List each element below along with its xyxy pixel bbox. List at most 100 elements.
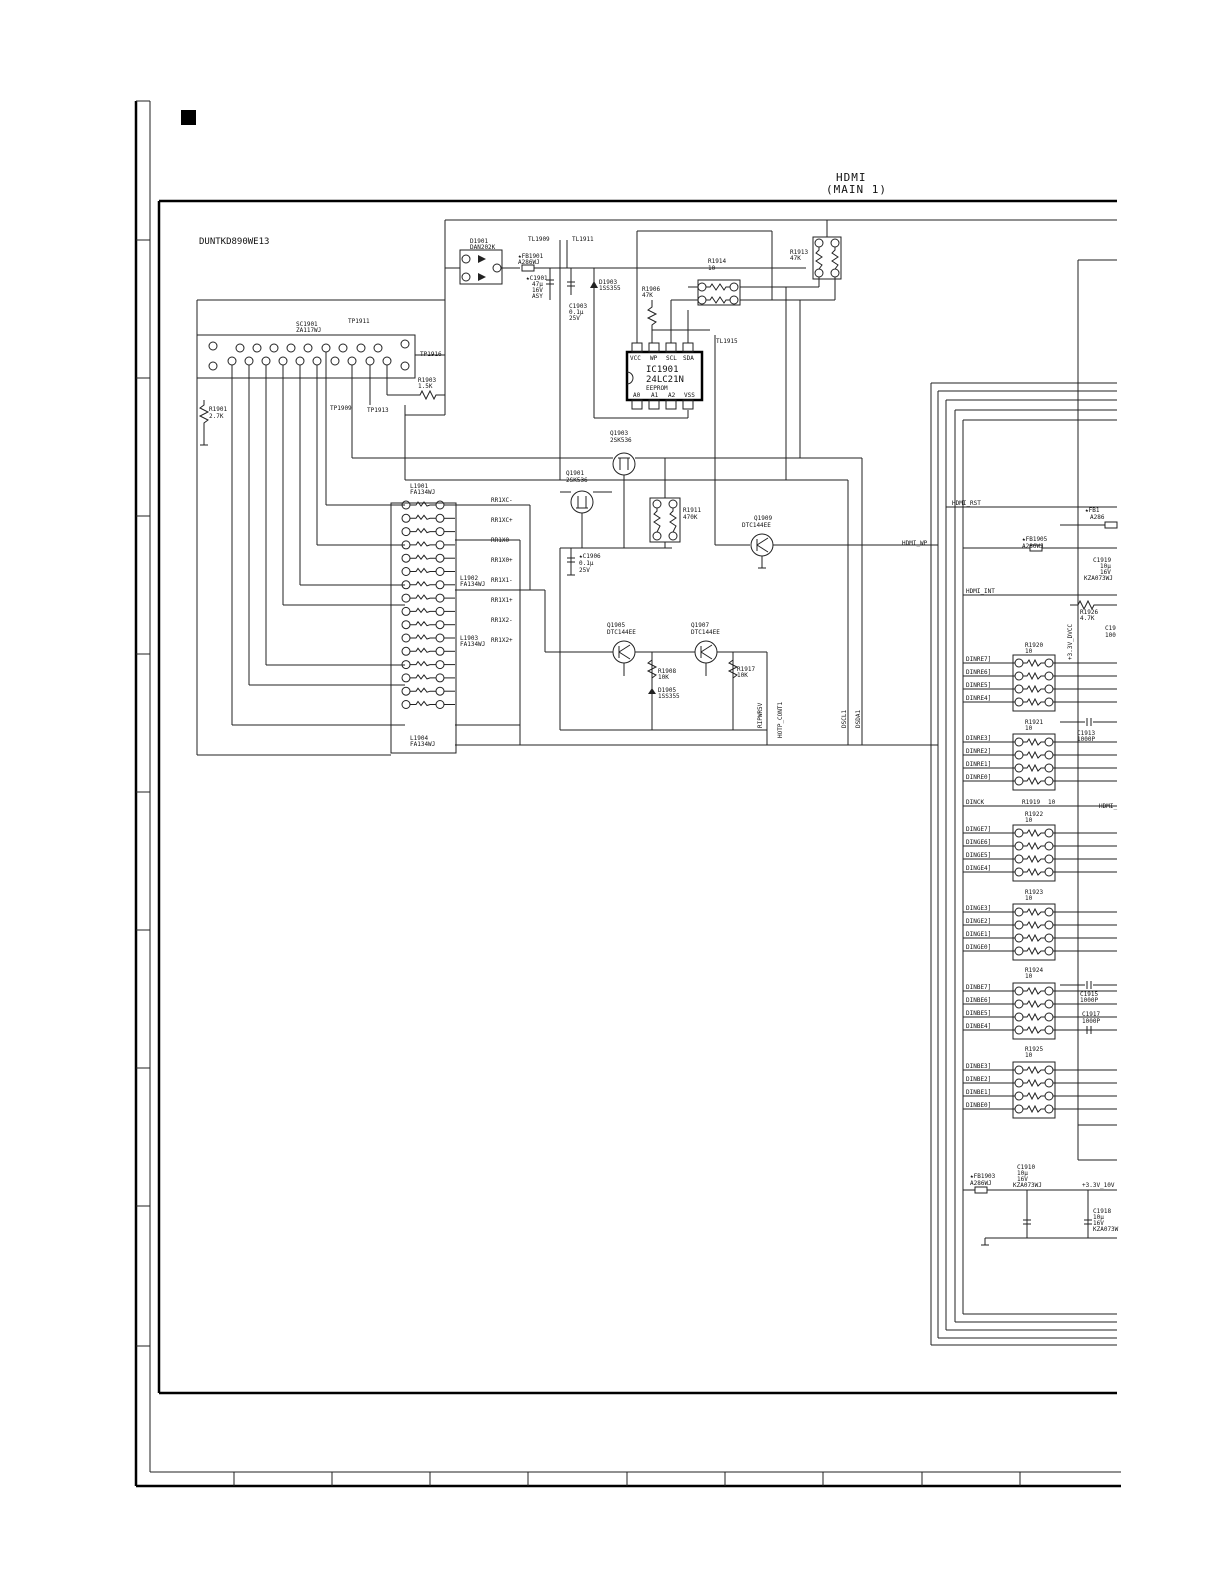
resistor-array-body: [1012, 733, 1056, 791]
filter-pin: [401, 513, 411, 523]
filter-pin: [401, 593, 411, 603]
c1918-ref: C1918: [1093, 1208, 1111, 1215]
c1919-value: 10μ: [1100, 563, 1111, 570]
r1922-value: 10: [1025, 817, 1033, 824]
connector-wires: [231, 352, 600, 726]
filter-coil: [410, 700, 436, 707]
q1901-ref: Q1901: [566, 470, 584, 477]
net-ripwr5v: RIPWR5V: [757, 702, 764, 728]
connector-pins-bottom: [227, 356, 392, 366]
r1901-ref: R1901: [209, 406, 227, 413]
array-pin: [1044, 697, 1054, 707]
filter-pin: [435, 660, 445, 670]
c1903-value: 0.1μ: [569, 309, 584, 316]
c1906-ref: ★C1906: [579, 553, 601, 560]
r1911-value: 470K: [683, 514, 698, 521]
d1903-part: 1SS355: [599, 285, 621, 292]
net-label-din: DINBE6]: [966, 997, 991, 1004]
c19xx-partial-value: 100: [1105, 632, 1116, 639]
net-label-din: DINRE0]: [966, 774, 991, 781]
net-hdmi-wp: HDMI_WP: [902, 540, 928, 547]
net-label-rrx: RR1X2-: [491, 617, 513, 624]
q1905-part: DTC144EE: [607, 629, 636, 636]
array-pin: [1044, 854, 1054, 864]
c1906-value: 0.1μ: [579, 560, 594, 567]
array-pin: [1044, 907, 1054, 917]
tp1916-label: TP1916: [420, 351, 442, 358]
array-resistor: [1023, 1025, 1045, 1035]
l1903-ref: L1903: [460, 635, 478, 642]
tl1909-label: TL1909: [528, 236, 550, 243]
c1913-ref: C1913: [1077, 730, 1095, 737]
net-hdmi-int: HDMI_INT: [966, 588, 995, 595]
schematic-title: HDMI: [836, 171, 867, 184]
filter-pin: [435, 553, 445, 563]
array-resistor: [1023, 828, 1045, 838]
r1924-ref: R1924: [1025, 967, 1043, 974]
r1917-value: 10K: [737, 672, 748, 679]
array-resistor: [1023, 907, 1045, 917]
filter-coil: [410, 660, 436, 667]
c1901-ref: ★C1901: [526, 275, 548, 282]
net-dscl1: DSCL1: [841, 710, 848, 728]
array-resistor: [1023, 697, 1045, 707]
filter-pin: [435, 580, 445, 590]
fb1901-ref: ★FB1901: [518, 253, 544, 260]
q1903-ref: Q1903: [610, 430, 628, 437]
array-pin: [1014, 999, 1024, 1009]
filter-coil: [410, 620, 436, 627]
fb19xx-ref: ★FB1: [1085, 507, 1100, 514]
filter-coil: [410, 687, 436, 694]
right-ic-outline: [930, 259, 1117, 1346]
resistor-array-body: [1012, 903, 1056, 961]
d1901-ref: D1901: [470, 238, 488, 245]
filter-coil: [410, 607, 436, 614]
array-pin: [1014, 867, 1024, 877]
c1901-value: 47μ: [532, 281, 543, 288]
r1924-value: 10: [1025, 973, 1033, 980]
array-pin: [1044, 841, 1054, 851]
array-resistor: [1023, 1104, 1045, 1114]
array-pin: [1014, 684, 1024, 694]
resistor-array-body: [1012, 1061, 1056, 1119]
c1917-value: 1000P: [1082, 1018, 1100, 1025]
vertical-net-labels: RIPWR5V HOTP_CONT1 DSCL1 DSDA1 +3.3V_DVC…: [757, 623, 1074, 738]
array-pin: [1044, 1012, 1054, 1022]
c1910-ref: C1910: [1017, 1164, 1035, 1171]
filter-pin: [401, 606, 411, 616]
section-marker-square: [181, 110, 196, 125]
l1901-part: FA134WJ: [410, 489, 435, 496]
q1907-part: DTC144EE: [691, 629, 720, 636]
array-pin: [1014, 671, 1024, 681]
r1921-value: 10: [1025, 725, 1033, 732]
filter-pin: [401, 553, 411, 563]
net-label-din: DINGE7]: [966, 826, 991, 833]
fb1905-part: A286WJ: [1022, 543, 1044, 550]
l1904-part: FA134WJ: [410, 741, 435, 748]
net-label-din: DINRE3]: [966, 735, 991, 742]
net-3v3-dvcc: +3.3V_DVCC: [1067, 623, 1074, 660]
net-label-din: DINGE6]: [966, 839, 991, 846]
array-pin: [1014, 1025, 1024, 1035]
ic1901-pin-vss: VSS: [684, 392, 695, 399]
c1910-value: 10μ: [1017, 1170, 1028, 1177]
net-dsda1: DSDA1: [855, 710, 862, 728]
net-label-din: DINRE7]: [966, 656, 991, 663]
array-resistor: [1023, 867, 1045, 877]
array-pin: [1014, 750, 1024, 760]
board-frame: [157, 199, 1117, 1395]
array-pin: [1014, 1065, 1024, 1075]
ic1901-ref: IC1901: [646, 365, 679, 375]
ic1901-pin-a1: A1: [651, 392, 659, 399]
net-label-din: DINBE7]: [966, 984, 991, 991]
r1911-ref: R1911: [683, 507, 701, 514]
array-resistor: [1023, 750, 1045, 760]
net-label-rrx: RR1X2+: [491, 637, 513, 644]
hdmi-connector-sc1901: SC1901 ZA117WJ: [196, 299, 445, 385]
ic1901-pin-a0: A0: [633, 392, 641, 399]
net-label-rrx: RR1XC+: [491, 517, 513, 524]
filter-coil: [410, 634, 436, 640]
filter-pin: [435, 513, 445, 523]
net-label-din: DINRE2]: [966, 748, 991, 755]
